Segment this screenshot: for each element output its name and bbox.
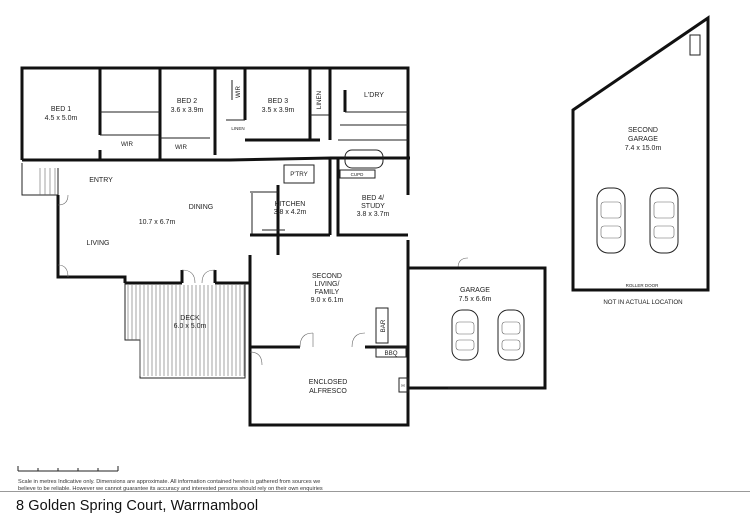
second-garage-dims: 7.4 x 15.0m xyxy=(625,145,662,152)
bar-label: BAR xyxy=(380,319,387,332)
bed2-label: BED 2 xyxy=(177,98,197,105)
car-icon xyxy=(497,309,525,361)
second-garage-label: SECOND xyxy=(628,127,658,134)
kitchen-dims: 3.8 x 4.2m xyxy=(274,209,307,216)
second-garage-label-2: GARAGE xyxy=(628,136,658,143)
second-garage xyxy=(571,15,710,292)
scale-bar xyxy=(17,466,119,472)
deck xyxy=(124,283,246,379)
disclaimer-line-2: believe to be reliable. However we canno… xyxy=(18,486,323,492)
bed4-label-2: STUDY xyxy=(361,203,385,210)
alfresco-label-2: ALFRESCO xyxy=(309,388,347,395)
alfresco-label: ENCLOSED xyxy=(309,379,348,386)
laundry-label: L'DRY xyxy=(364,92,384,99)
second-living-label-3: FAMILY xyxy=(315,289,340,296)
wir3-label: WIR xyxy=(235,85,242,98)
living-label: LIVING xyxy=(87,240,110,247)
bbq-label: BBQ xyxy=(384,350,397,357)
roller-door-label: ROLLER DOOR xyxy=(626,283,660,288)
linen1-label: LINEN xyxy=(231,126,244,131)
disclaimer: Scale in metres Indicative only. Dimensi… xyxy=(18,479,518,493)
door-swings xyxy=(57,194,469,366)
car-icon xyxy=(596,187,626,254)
deck-label: DECK xyxy=(180,315,200,322)
bed1-dims: 4.5 x 5.0m xyxy=(45,115,78,122)
bed1-label: BED 1 xyxy=(51,106,71,113)
heater-label: H xyxy=(401,383,404,388)
disclaimer-line-1: Scale in metres Indicative only. Dimensi… xyxy=(18,479,321,485)
linen2-label: LINEN xyxy=(316,91,323,109)
entry-label: ENTRY xyxy=(89,177,113,184)
interior-walls xyxy=(98,68,409,393)
wir2-label: WIR xyxy=(175,144,188,151)
wir1-label: WIR xyxy=(121,141,134,148)
bed4-dims: 3.8 x 3.7m xyxy=(357,211,390,218)
bed3-dims: 3.5 x 3.9m xyxy=(262,107,295,114)
bed2-dims: 3.6 x 3.9m xyxy=(171,107,204,114)
bed3-label: BED 3 xyxy=(268,98,288,105)
garage-dims: 7.5 x 6.6m xyxy=(459,296,492,303)
entry-steps xyxy=(39,168,56,195)
kitchen-label: KITCHEN xyxy=(275,201,306,208)
cupd-label: CUPD xyxy=(351,172,365,177)
second-living-label-2: LIVING/ xyxy=(315,281,340,288)
car-icon xyxy=(451,309,479,361)
dining-label: DINING xyxy=(189,204,214,211)
footer-divider xyxy=(0,491,750,492)
deck-dims: 6.0 x 5.0m xyxy=(174,323,207,330)
garage-label: GARAGE xyxy=(460,287,490,294)
pantry-label: P'TRY xyxy=(290,171,308,178)
property-address: 8 Golden Spring Court, Warrnambool xyxy=(16,498,259,514)
living-dims: 10.7 x 6.7m xyxy=(139,219,176,226)
not-actual-location-note: NOT IN ACTUAL LOCATION xyxy=(603,299,682,306)
room-labels: BED 1 4.5 x 5.0m BED 2 3.6 x 3.9m BED 3 … xyxy=(45,85,683,395)
car-icon xyxy=(649,187,679,254)
second-living-dims: 9.0 x 6.1m xyxy=(311,297,344,304)
second-living-label: SECOND xyxy=(312,273,342,280)
bed4-label: BED 4/ xyxy=(362,195,384,202)
garage xyxy=(408,266,547,390)
